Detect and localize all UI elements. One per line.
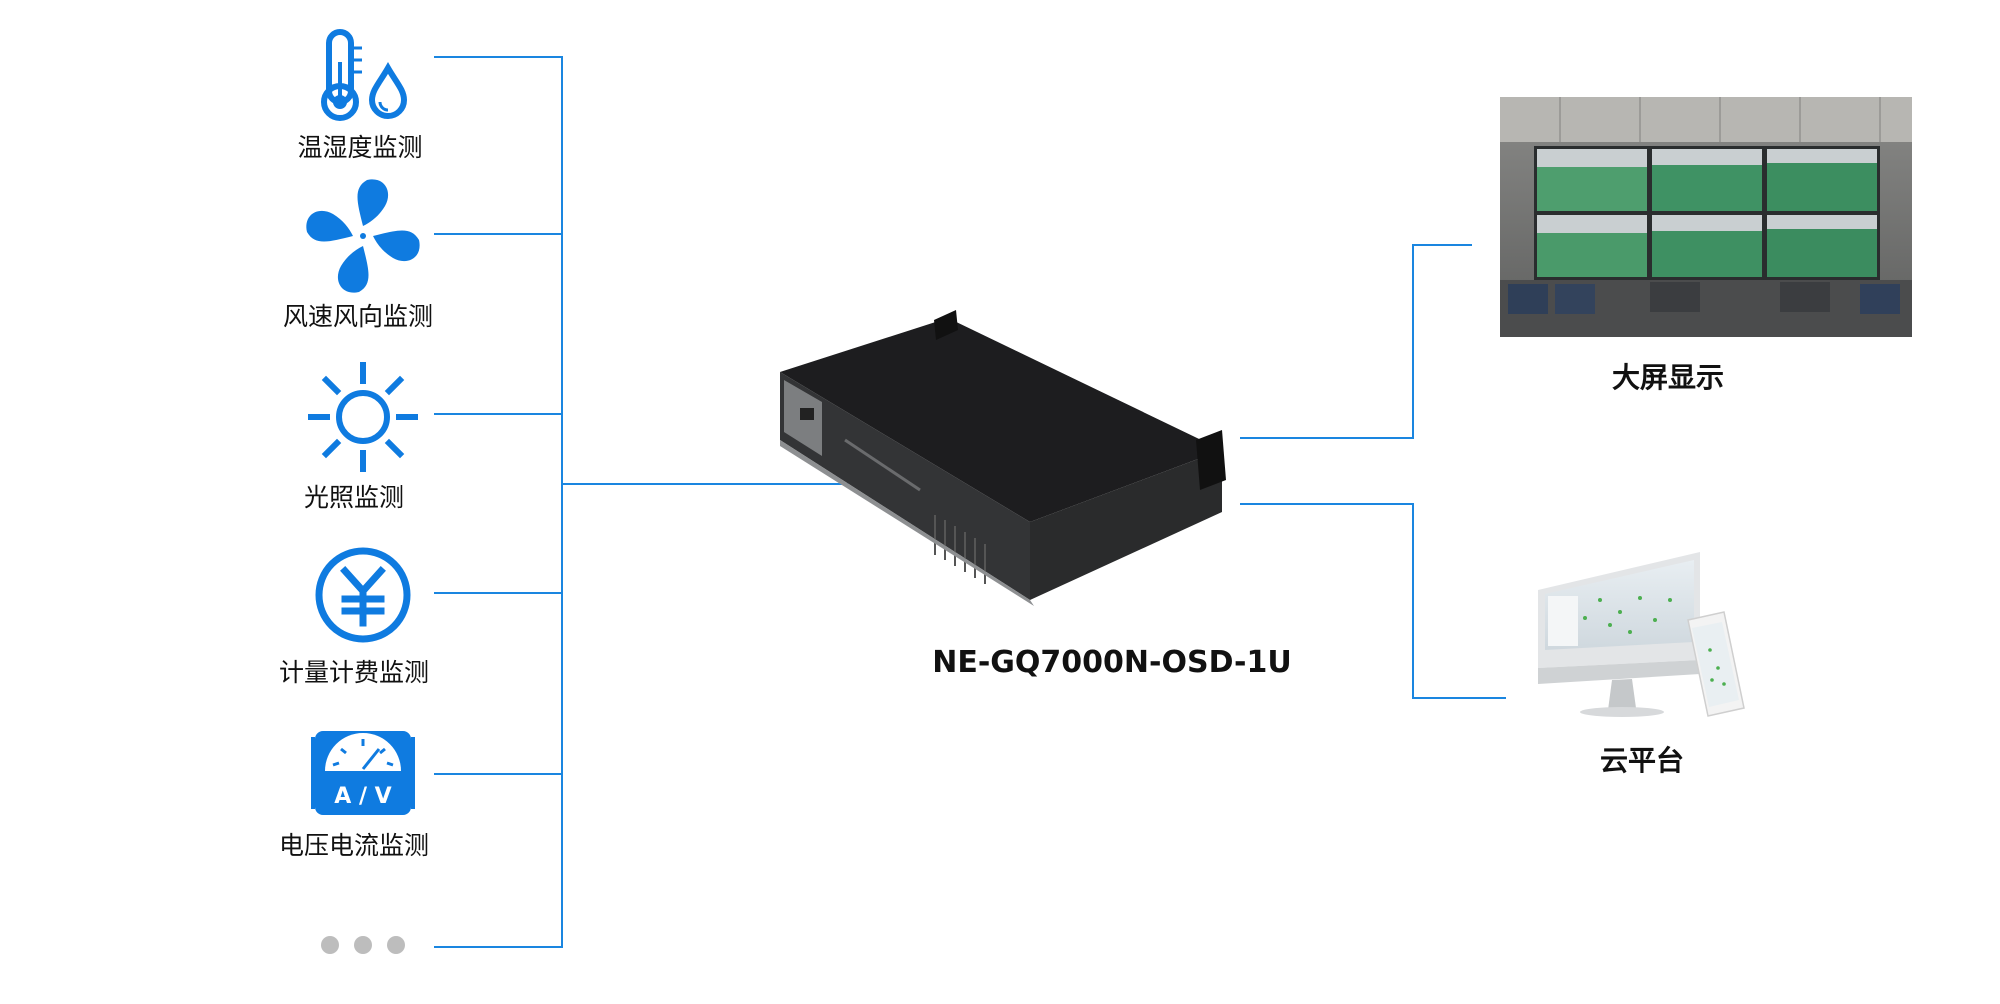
device-model-label: NE-GQ7000N-OSD-1U: [932, 645, 1292, 680]
output-label-cloud: 云平台: [1600, 744, 1684, 777]
sensor-label-3: 光照监测: [304, 483, 404, 512]
output-label-video-wall: 大屏显示: [1612, 361, 1724, 394]
video-wall-photo: [1500, 97, 1912, 337]
sensor-label-5: 电压电流监测: [279, 831, 429, 860]
fan-icon: [306, 179, 420, 293]
monitor-phone-icon: [1538, 552, 1745, 717]
yuan-icon: [315, 547, 411, 643]
rack-server-icon: [780, 310, 1226, 606]
ellipsis-icon: [321, 936, 405, 954]
svg-text:A / V: A / V: [334, 784, 391, 809]
voltmeter-icon: A / V: [311, 731, 415, 815]
sun-icon: [308, 362, 418, 472]
sensor-connector-lines: [434, 56, 848, 948]
sensor-label-4: 计量计费监测: [279, 658, 429, 687]
sensor-label-1: 温湿度监测: [297, 133, 422, 162]
thermometer-humidity-icon: [321, 29, 408, 121]
sensor-label-2: 风速风向监测: [283, 302, 433, 331]
output-connector-lines: [1240, 244, 1506, 699]
connector-to-video-wall: [1240, 244, 1472, 439]
connector-to-cloud: [1240, 503, 1506, 699]
